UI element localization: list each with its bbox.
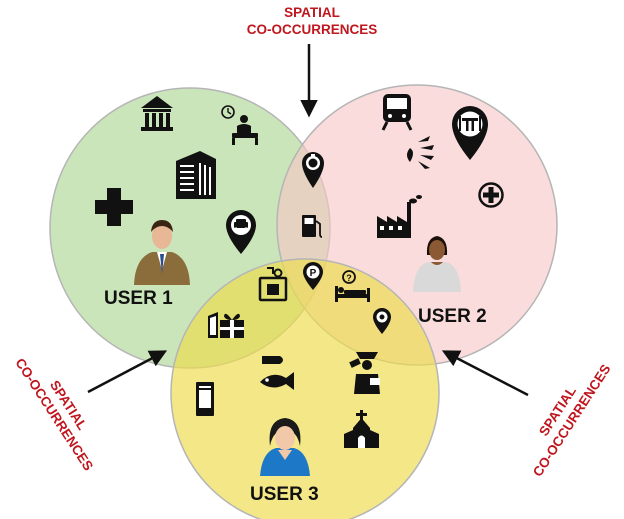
museum-icon [141, 96, 173, 131]
left-arrow [87, 350, 168, 394]
parking-pin-icon: P [303, 262, 323, 290]
factory-icon [377, 195, 422, 238]
waiting-room-icon [221, 105, 258, 145]
right-arrow [441, 350, 529, 397]
user-1-label: USER 1 [104, 288, 173, 309]
user-2-label: USER 2 [418, 306, 487, 327]
phone-icon [196, 382, 214, 416]
train-icon [381, 94, 413, 131]
fish-icon [260, 356, 294, 390]
top-label-line2: CO-OCCURRENCES [247, 22, 378, 37]
gas-station-icon [302, 215, 323, 238]
pin-icon [373, 308, 391, 334]
church-icon [344, 410, 379, 448]
svg-text:?: ? [346, 273, 352, 283]
medical-cross-icon [95, 188, 133, 226]
locker-icon [258, 267, 288, 302]
hospital-plus-icon [478, 182, 504, 208]
svg-text:P: P [310, 268, 317, 279]
top-label-line1: SPATIAL [284, 5, 340, 20]
hotel-bed-icon: ? [335, 270, 370, 302]
office-building-icon [176, 151, 216, 199]
watch-pin-icon [302, 152, 324, 188]
gift-shop-icon [208, 312, 244, 338]
avatar [413, 236, 461, 292]
taxi-pin-icon [226, 210, 256, 254]
avatar [134, 220, 190, 285]
user-3-label: USER 3 [250, 484, 319, 505]
restaurant-pin-icon [452, 106, 488, 160]
avatar [260, 418, 310, 476]
sun-rays-icon [407, 136, 434, 169]
police-icon [349, 352, 380, 394]
